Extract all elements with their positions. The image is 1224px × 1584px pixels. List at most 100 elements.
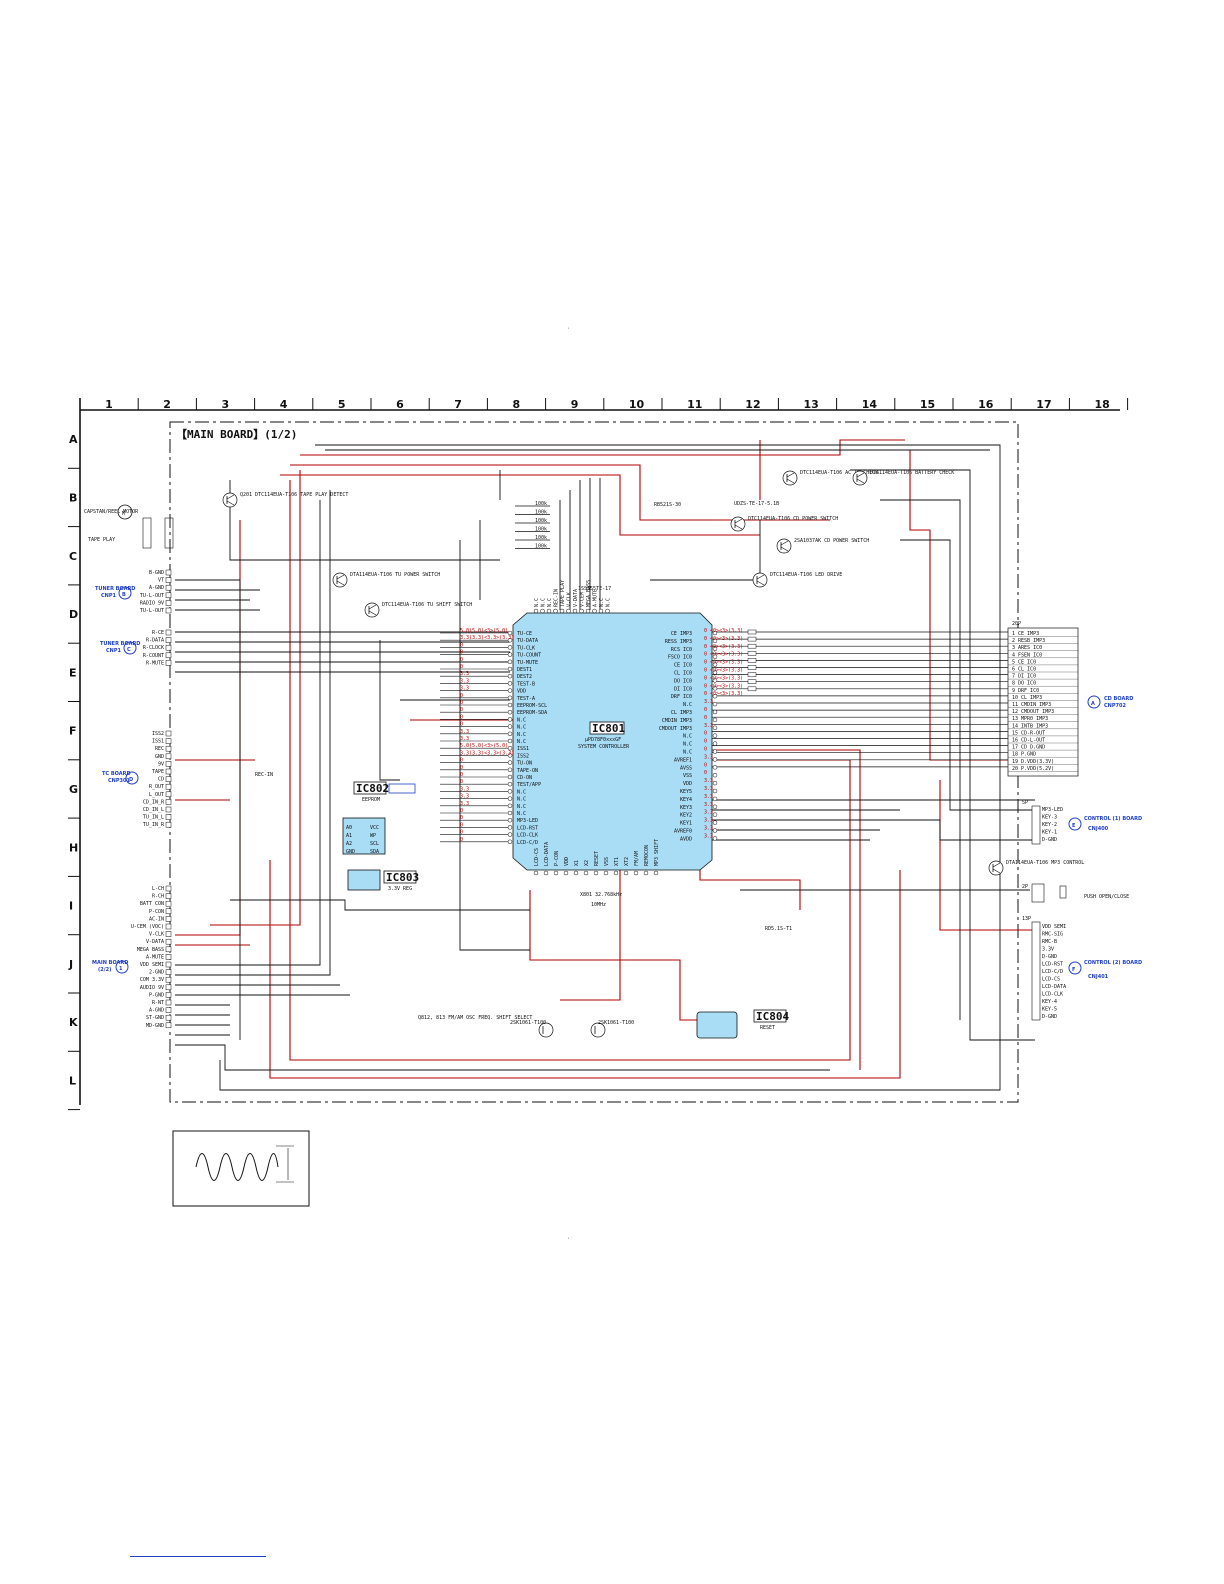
transistor: DTC114EUA-T106 LED DRIVE	[752, 572, 842, 588]
ic801-top-pin: V-CLK	[567, 592, 573, 607]
connector-pin: LCD-RST	[1042, 962, 1063, 968]
column-label: 4	[280, 398, 288, 411]
connector-pin: 1 CE IMP3	[1012, 631, 1039, 637]
connector-header: 5P	[1022, 800, 1028, 806]
ic801-bottom-pin: XT2	[624, 857, 630, 866]
connector-pin: 2 RESB IMP3	[1012, 638, 1045, 644]
voltage-label: 0	[460, 664, 463, 670]
ic803-label: IC803	[386, 871, 419, 884]
ic801-right-pin: AVREF0	[674, 829, 692, 835]
column-label: 13	[804, 398, 819, 411]
ic801-right-pin: CE IC0	[674, 663, 692, 669]
ic801-top-pin: N.C	[547, 598, 553, 607]
connector-pin: 9 DRF IC0	[1012, 688, 1039, 694]
connector-pin: 16 CD-L-OUT	[1012, 738, 1045, 744]
connector-header: 13P	[1022, 916, 1031, 922]
connector-pin: GND	[155, 754, 164, 760]
voltage-label: 5.0(5.0)<3>(5.0)	[460, 628, 508, 634]
connector-pin: RMC-SIG	[1042, 932, 1063, 938]
ic801-top-pin: A-MUTE	[593, 589, 599, 607]
column-label: 16	[978, 398, 994, 411]
connector-pin: 9V	[158, 761, 164, 767]
connector-pin: V-CLK	[149, 932, 164, 938]
transistor: DTA114EUA-T106 BATTERY CHECK	[852, 470, 954, 486]
connector-pin: V-DATA	[146, 939, 164, 945]
connector-pin: VDD SEMI	[140, 962, 164, 968]
connector-pin: LCD-CLK	[1042, 992, 1063, 998]
ic801-left-pin: N.C	[517, 739, 526, 745]
voltage-label: 0 <0><3>(3.3)	[704, 668, 743, 674]
ic801-top-pin: V-DATA	[573, 589, 579, 607]
connector-pin: 15 CD-R-OUT	[1012, 730, 1045, 736]
connector-pin: REC	[155, 746, 164, 752]
connector-pin: 12 CMDOUT IMP3	[1012, 709, 1054, 715]
ic801-left-pin: LCD-CLK	[517, 833, 538, 839]
voltage-label: 3.3	[704, 754, 713, 760]
ic801-right-pin: FSCO IC0	[668, 655, 692, 661]
connector-badge: B	[122, 592, 126, 598]
ic801-left-pin: N.C	[517, 797, 526, 803]
ic801-left-pin: TU-COUNT	[517, 653, 541, 659]
connector-pin: MEGA BASS	[137, 947, 164, 953]
ic801-right-pin: DO IC0	[674, 678, 692, 684]
column-label: 2	[163, 398, 171, 411]
connector-pin: 14 INTB IMP3	[1012, 723, 1048, 729]
ic801-right-pin: DI IC0	[674, 686, 692, 692]
resistor-value: 100k	[535, 527, 547, 533]
connector-ref: CNP1	[106, 648, 122, 654]
voltage-label: 0	[460, 650, 463, 656]
connector-pin: ST-GND	[146, 1015, 164, 1021]
voltage-label: 3.3	[460, 801, 469, 807]
transistor-note: DTA114EUA-T106 BATTERY CHECK	[870, 470, 954, 476]
transistor-group: Q201 DTC114EUA-T106 TAPE PLAY DETECTDTA1…	[222, 470, 1084, 1038]
connector-pin: L_OUT	[149, 792, 164, 798]
voltage-label: 0	[460, 772, 463, 778]
connector-pin: 11 CMDIN IMP3	[1012, 702, 1051, 708]
ic801-bottom-pin: LCD-DATA	[544, 842, 550, 866]
connector-pin: CD	[158, 777, 164, 783]
ic801-right-pin: VSS	[683, 773, 692, 779]
connector-name: TUNER BOARD	[100, 641, 140, 647]
voltage-label: 0	[704, 762, 707, 768]
voltage-label: 3.3	[460, 794, 469, 800]
connector-name: TUNER BOARD	[95, 586, 135, 592]
ic802-label: IC802	[356, 782, 389, 795]
dot-mark-top: ·	[567, 326, 570, 332]
transistor	[538, 1022, 554, 1038]
transistor: DTC114EUA-T106 AC IN CHECK	[782, 470, 878, 486]
footer-link-underline[interactable]	[130, 1556, 266, 1557]
connector-pin: ISS2	[152, 731, 164, 737]
connector-pin: R-CLOCK	[143, 645, 164, 651]
ic801-right-pin: RESS IMP3	[665, 639, 692, 645]
connector-pin: KEY-1	[1042, 830, 1057, 836]
connector-pin: TU_IN_L	[143, 815, 164, 821]
ic801-left-pin: TU-CE	[517, 631, 532, 637]
ic801-part: μPD78F0xxxGF	[585, 737, 621, 743]
connector-pin: TU-L-OUT	[140, 593, 164, 599]
resistor-value: 100k	[535, 544, 547, 550]
ic801-top-pin: REC-IN	[554, 589, 560, 607]
connector-pin: R-NT	[152, 1000, 164, 1006]
column-label: 3	[222, 398, 230, 411]
ic801: IC801 μPD78F0xxxGF SYSTEM CONTROLLER TU-…	[440, 580, 743, 876]
dot-mark-bottom: ·	[567, 1236, 570, 1242]
connector-pin: CD_IN_R	[143, 799, 165, 805]
row-label: B	[69, 491, 77, 504]
ic801-left-pin: TU-DATA	[517, 638, 538, 644]
svg-text:SCL: SCL	[370, 841, 379, 847]
connector-pin: A-MUTE	[146, 954, 164, 960]
ic801-left-pin: N.C	[517, 804, 526, 810]
row-label: J	[68, 958, 73, 971]
row-label: D	[69, 608, 78, 621]
connector-badge: D	[129, 777, 133, 783]
ic801-left-pin: LCD-RST	[517, 825, 538, 831]
ic801-left-pin: ISS2	[517, 753, 529, 759]
transistor: DTC114EUA-T106 CD POWER SWITCH	[730, 516, 838, 532]
resistor-value: 100k	[535, 535, 547, 541]
connector-pin: LCD-C/D	[1042, 969, 1063, 975]
row-label: L	[69, 1074, 76, 1087]
column-label: 17	[1036, 398, 1051, 411]
